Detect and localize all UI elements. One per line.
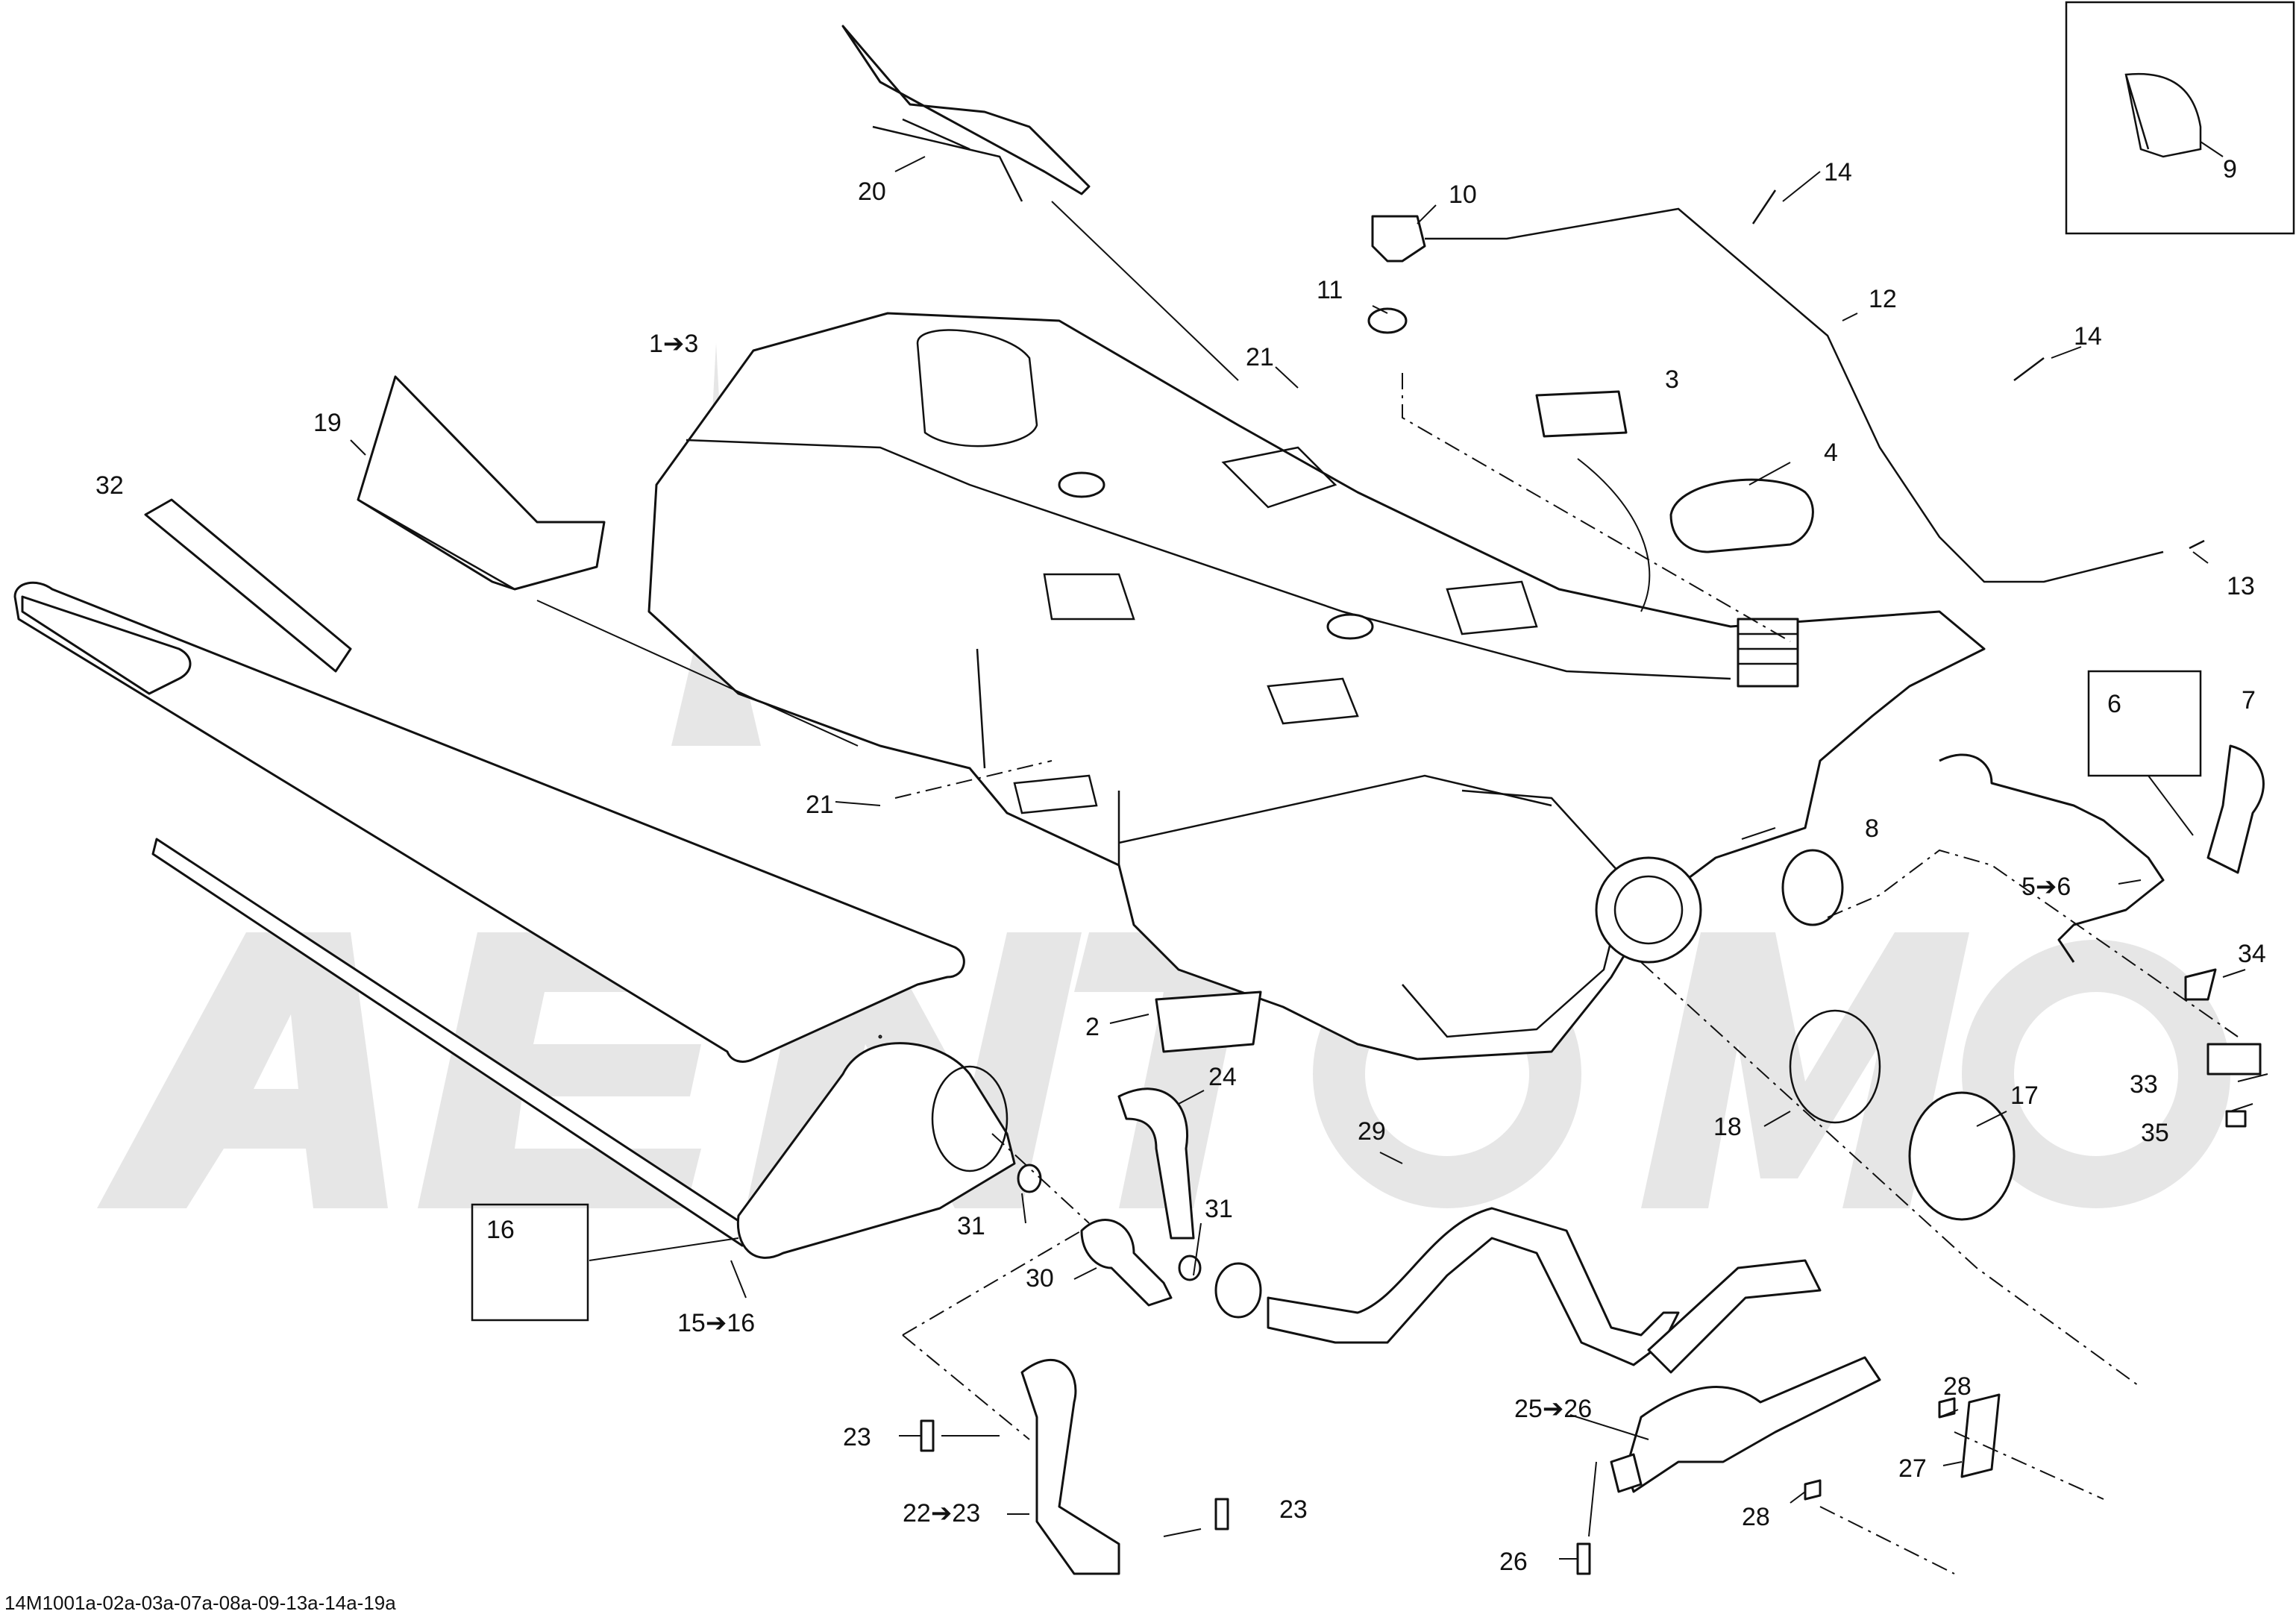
part-14-tie-a	[1751, 189, 1777, 225]
callout-18: 18	[1713, 1113, 1742, 1141]
callout-21a: 21	[1246, 343, 1274, 371]
part-19-heat-shield	[357, 375, 606, 591]
callout-22-23: 22➔23	[903, 1499, 980, 1527]
callout-16: 16	[486, 1216, 515, 1244]
callout-31b: 31	[1205, 1195, 1233, 1223]
callout-14a: 14	[1824, 158, 1852, 186]
leader-lines	[350, 141, 2268, 1560]
callout-24: 24	[1208, 1063, 1237, 1091]
callout-28a: 28	[1943, 1372, 1972, 1401]
part-24-hose	[1117, 1087, 1195, 1240]
callout-4: 4	[1824, 439, 1838, 467]
callout-15-16: 15➔16	[677, 1309, 755, 1337]
part-4-fuel-cap	[1669, 478, 1814, 553]
part-11-grommet	[1367, 307, 1408, 334]
part-17-lock-ring	[1908, 1091, 2016, 1221]
part-18-o-ring	[1789, 1009, 1881, 1124]
figure-code: 14M1001a-02a-03a-07a-08a-09-13a-14a-19a	[4, 1592, 396, 1614]
part-31-clamp-a	[1017, 1164, 1042, 1193]
part-7-hose	[2206, 744, 2265, 874]
callout-2: 2	[1085, 1013, 1100, 1041]
part-35-screw	[2225, 1110, 2247, 1128]
part-13-connector	[2189, 539, 2205, 550]
callout-23b: 23	[1279, 1495, 1308, 1524]
part-34-clip	[2184, 968, 2217, 1001]
part-14-tie-b	[2013, 357, 2045, 381]
callout-3: 3	[1665, 365, 1679, 394]
callout-23a: 23	[843, 1423, 871, 1451]
part-22-hose	[1020, 1358, 1120, 1575]
callout-27: 27	[1898, 1454, 1927, 1483]
callout-13: 13	[2227, 572, 2255, 600]
part-10-sensor	[1371, 215, 1426, 263]
callout-1-3: 1➔3	[649, 330, 698, 358]
part-26-clamp	[1576, 1542, 1591, 1575]
callout-5-6: 5➔6	[2021, 873, 2071, 901]
part-28-screw-b	[1804, 1479, 1822, 1501]
callout-6: 6	[2107, 690, 2121, 718]
part-33-bracket	[2206, 1043, 2262, 1076]
part-20-bracket	[841, 25, 1091, 195]
callout-26: 26	[1499, 1548, 1528, 1576]
callout-17: 17	[2010, 1081, 2039, 1110]
callout-21b: 21	[806, 791, 834, 819]
callout-31a: 31	[957, 1212, 985, 1240]
callout-14b: 14	[2074, 322, 2102, 351]
part-27-bracket	[1960, 1393, 2001, 1478]
part-23-clamp-a	[920, 1419, 935, 1452]
callout-35: 35	[2141, 1119, 2169, 1147]
part-15-fuel-pump	[736, 1042, 1016, 1259]
callout-12: 12	[1869, 285, 1897, 313]
part-12-harness	[1425, 207, 2164, 583]
callout-30: 30	[1026, 1264, 1054, 1293]
callout-11: 11	[1317, 276, 1343, 304]
callout-32: 32	[95, 471, 124, 500]
callout-29: 29	[1358, 1117, 1386, 1146]
callout-9: 9	[2223, 155, 2237, 183]
part-29-hose	[1267, 1207, 1680, 1366]
inset-box-16	[471, 1203, 589, 1322]
callout-20: 20	[858, 178, 886, 206]
part-5-level-sensor	[1939, 753, 2165, 963]
inset-box-9	[2065, 1, 2295, 235]
callout-34: 34	[2238, 940, 2266, 968]
callout-33: 33	[2130, 1070, 2158, 1099]
callout-10: 10	[1449, 180, 1477, 209]
callout-7: 7	[2242, 686, 2256, 715]
callout-19: 19	[313, 409, 342, 437]
inset-box-6	[2087, 670, 2202, 777]
fuel-tank	[647, 312, 1986, 1061]
foam-pads	[13, 498, 965, 1247]
callout-25-26: 25➔26	[1514, 1395, 1592, 1423]
part-2-pad	[1155, 990, 1262, 1053]
callout-8: 8	[1865, 814, 1879, 843]
part-23-clamp-b	[1214, 1498, 1229, 1530]
part-31-clamp-b	[1178, 1255, 1202, 1281]
part-9-clip	[2124, 72, 2202, 158]
part-8-ring-nut	[1781, 849, 1844, 926]
part-30-hose	[1080, 1219, 1173, 1307]
part-3-pad	[1535, 390, 1628, 438]
callout-28b: 28	[1742, 1503, 1770, 1531]
